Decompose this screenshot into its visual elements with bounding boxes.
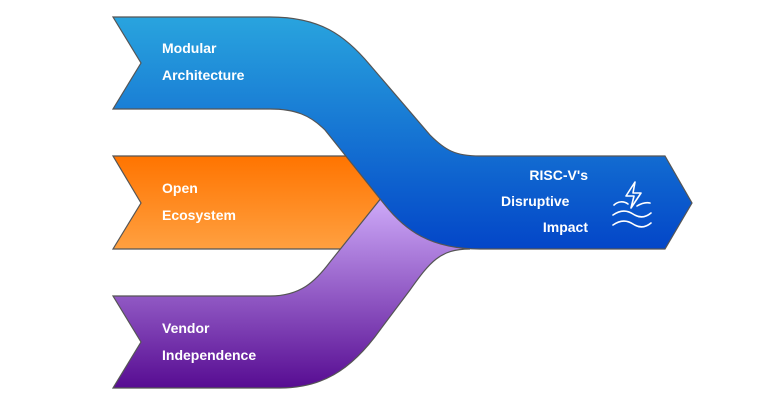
label-line: Vendor <box>162 320 210 336</box>
label-line: Independence <box>162 347 257 363</box>
band-modular-architecture <box>111 16 693 250</box>
label-line: Architecture <box>162 67 245 83</box>
band-vendor-independence <box>111 196 471 389</box>
label-line: Disruptive <box>501 193 570 209</box>
lightning-waves-icon <box>612 181 652 228</box>
label-line: Ecosystem <box>162 207 236 223</box>
label-line: RISC-V's <box>529 167 588 183</box>
label-open-ecosystem: Open Ecosystem <box>162 175 236 229</box>
label-line: Impact <box>542 219 588 235</box>
label-line: Modular <box>162 40 217 56</box>
label-vendor-independence: Vendor Independence <box>162 315 256 369</box>
label-output-impact: RISC-V's Disruptive Impact <box>495 162 588 240</box>
label-line: Open <box>162 180 198 196</box>
label-modular-architecture: Modular Architecture <box>162 35 244 89</box>
